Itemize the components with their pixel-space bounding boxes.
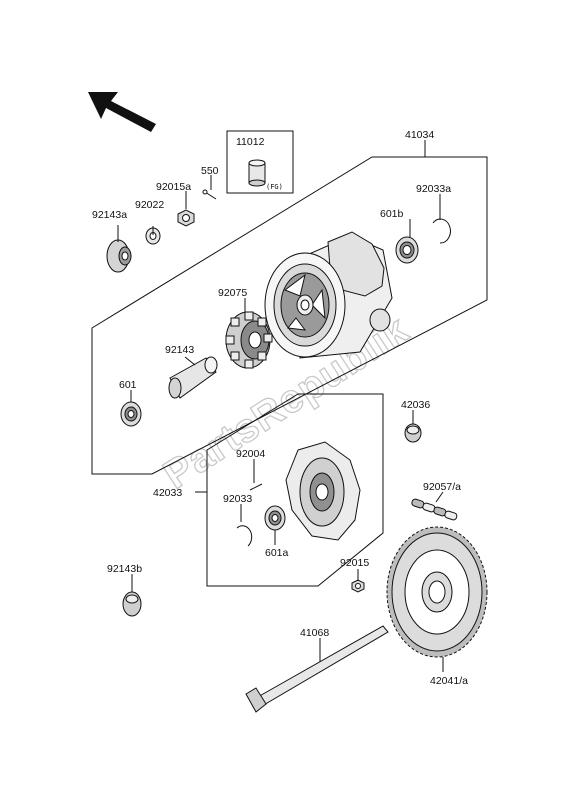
label-11012: 11012: [236, 136, 265, 148]
label-92015: 92015: [340, 557, 369, 569]
part-92033-circlip: [236, 525, 253, 547]
hub-assembly-group-outline: [91, 156, 488, 475]
label-92143a: 92143a: [92, 209, 127, 221]
part-92015a-nut: [177, 209, 195, 227]
label-92015a: 92015a: [156, 181, 191, 193]
label-42036: 42036: [401, 399, 430, 411]
part-92022-washer: [145, 227, 161, 245]
label-601b: 601b: [380, 208, 404, 220]
part-92143a-collar: [106, 239, 132, 273]
label-42033: 42033: [153, 487, 182, 499]
part-601b-bearing: [395, 236, 419, 264]
part-92057a-chain-links: [411, 498, 458, 521]
part-92033a-circlip: [432, 218, 451, 244]
part-601-bearing: [120, 401, 142, 427]
label-92033a: 92033a: [416, 183, 451, 195]
part-11012-cap: [248, 159, 266, 187]
part-41068-axle: [245, 625, 389, 713]
part-92075-damper: [225, 311, 273, 369]
label-41034: 41034: [405, 129, 434, 141]
label-42041a: 42041/a: [430, 675, 468, 687]
front-direction-arrow-icon: [88, 92, 156, 132]
part-92015-nut: [351, 579, 365, 593]
part-601a-bearing: [264, 505, 286, 531]
label-601a: 601a: [265, 547, 289, 559]
part-42041a-sprocket: [386, 526, 488, 658]
part-42033-coupling: [285, 441, 361, 541]
label-92143b: 92143b: [107, 563, 142, 575]
part-92143b-collar: [122, 591, 142, 617]
part-92143-spacer: [168, 356, 218, 399]
label-92143: 92143: [165, 344, 194, 356]
part-550-cotter-pin: [202, 189, 217, 200]
label-92033: 92033: [223, 493, 252, 505]
part-41034-hub: [264, 231, 393, 359]
part-92004-stud: [249, 483, 263, 491]
label-601: 601: [119, 379, 137, 391]
coupling-group-outline: [206, 393, 384, 587]
label-fg: (FG): [266, 183, 283, 191]
label-92057a: 92057/a: [423, 481, 461, 493]
label-92004: 92004: [236, 448, 265, 460]
label-92022: 92022: [135, 199, 164, 211]
part-11012-box: [226, 130, 294, 194]
label-41068: 41068: [300, 627, 329, 639]
leader-lines: [117, 140, 444, 672]
part-42036-collar: [404, 423, 422, 443]
label-92075: 92075: [218, 287, 247, 299]
label-550: 550: [201, 165, 219, 177]
